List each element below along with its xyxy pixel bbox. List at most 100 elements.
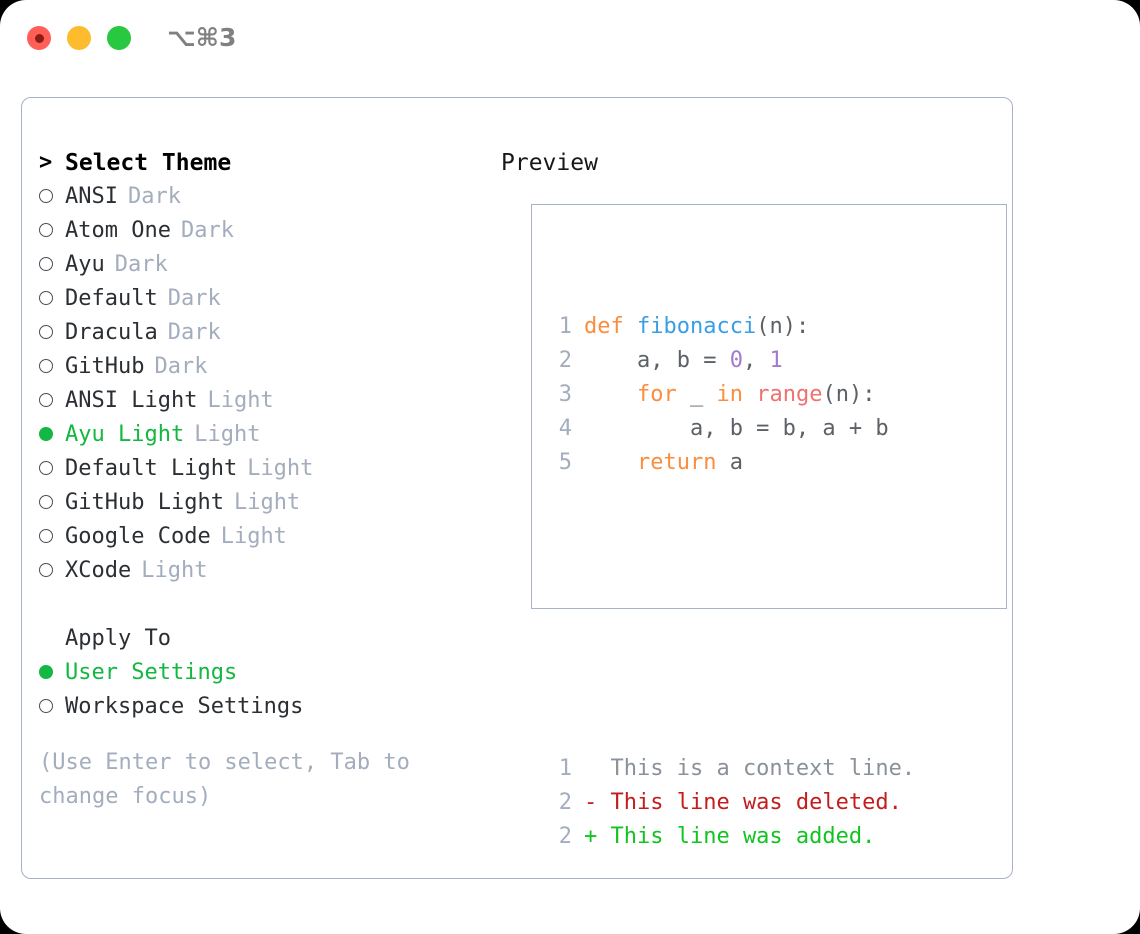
theme-variant-badge: Light	[220, 524, 287, 549]
code-line: 4 a, b = b, a + b	[550, 412, 915, 446]
diff-line-text: This is a context line.	[584, 756, 916, 781]
theme-option-label: XCode	[65, 558, 132, 583]
radio-glyph	[39, 393, 53, 407]
theme-option-label: Default Light	[65, 456, 238, 481]
code-token-fn: fibonacci	[636, 314, 757, 339]
select-theme-heading-label: Select Theme	[65, 150, 232, 176]
radio-glyph	[39, 563, 53, 577]
code-blank-line	[550, 548, 915, 582]
code-token-pun: (n):	[756, 314, 810, 339]
radio-glyph	[39, 223, 53, 237]
theme-variant-badge: Light	[141, 558, 208, 583]
window-title: ⌥⌘3	[167, 23, 237, 52]
code-token-txt: a, b =	[584, 348, 730, 373]
diff-lines: 1 This is a context line. 2 - This line wa…	[550, 752, 915, 854]
radio-unselected-icon	[39, 180, 65, 214]
radio-unselected-icon	[39, 316, 65, 350]
radio-unselected-icon	[39, 282, 65, 316]
code-line: 3 for _ in range(n):	[550, 378, 915, 412]
radio-glyph	[39, 665, 53, 679]
code-token-txt	[584, 382, 637, 407]
radio-glyph	[39, 257, 53, 271]
theme-option-label: ANSI	[65, 184, 118, 209]
apply-to-option-workspace-settings[interactable]: Workspace Settings	[39, 690, 489, 724]
code-token-num: 0	[729, 348, 743, 373]
theme-variant-badge: Light	[247, 456, 314, 481]
line-number: 2	[558, 824, 572, 849]
line-number: 1	[558, 756, 572, 781]
line-number: 2	[558, 790, 572, 815]
minimize-button[interactable]	[67, 26, 91, 50]
radio-glyph	[39, 529, 53, 543]
radio-unselected-icon	[39, 214, 65, 248]
theme-variant-badge: Dark	[127, 184, 181, 209]
section-spacer	[39, 588, 489, 622]
line-number: 3	[558, 382, 572, 407]
radio-unselected-icon	[39, 690, 65, 724]
theme-variant-badge: Dark	[167, 286, 221, 311]
window-controls	[27, 26, 131, 50]
theme-option-dracula[interactable]: Dracula Dark	[39, 316, 489, 350]
code-token-txt	[743, 382, 756, 407]
apply-to-heading: Apply To	[39, 622, 489, 656]
theme-variant-badge: Dark	[167, 320, 221, 345]
theme-option-xcode[interactable]: XCode Light	[39, 554, 489, 588]
radio-unselected-icon	[39, 554, 65, 588]
diff-line-del: 2 - This line was deleted.	[550, 786, 915, 820]
apply-to-option-label: User Settings	[65, 660, 238, 685]
diff-line-ctx: 1 This is a context line.	[550, 752, 915, 786]
theme-option-google-code[interactable]: Google Code Light	[39, 520, 489, 554]
radio-unselected-icon	[39, 350, 65, 384]
code-line: 2 a, b = 0, 1	[550, 344, 915, 378]
radio-unselected-icon	[39, 452, 65, 486]
code-token-pun: (n):	[822, 382, 876, 407]
radio-glyph	[39, 189, 53, 203]
theme-variant-badge: Dark	[154, 354, 208, 379]
radio-glyph	[39, 291, 53, 305]
theme-variant-badge: Light	[207, 388, 274, 413]
code-line: 5 return a	[550, 446, 915, 480]
code-token-num: 1	[769, 348, 783, 373]
line-number: 1	[558, 314, 572, 339]
code-token-pun: ,	[742, 348, 770, 373]
code-token-txt: _	[676, 382, 717, 407]
diff-line-text: - This line was deleted.	[584, 790, 902, 815]
apply-to-option-label: Workspace Settings	[65, 694, 304, 719]
code-token-kw: in	[716, 382, 743, 407]
theme-option-label: Dracula	[65, 320, 158, 345]
keyboard-hint: (Use Enter to select, Tab to change focu…	[39, 750, 410, 809]
prompt-caret-icon: >	[39, 150, 53, 175]
code-token-call: range	[756, 382, 823, 407]
radio-glyph	[39, 699, 53, 713]
select-theme-heading: > Select Theme	[39, 146, 489, 180]
maximize-button[interactable]	[107, 26, 131, 50]
theme-option-label: Google Code	[65, 524, 211, 549]
preview-title: Preview	[501, 150, 598, 176]
radio-glyph	[39, 359, 53, 373]
line-number: 5	[558, 450, 572, 475]
theme-option-default-light[interactable]: Default Light Light	[39, 452, 489, 486]
code-token-txt	[584, 450, 637, 475]
theme-variant-badge: Dark	[180, 218, 234, 243]
apply-to-option-user-settings[interactable]: User Settings	[39, 656, 489, 690]
radio-glyph	[39, 461, 53, 475]
theme-option-label: Ayu Light	[65, 422, 185, 447]
radio-unselected-icon	[39, 520, 65, 554]
theme-option-ansi[interactable]: ANSI Dark	[39, 180, 489, 214]
radio-glyph	[39, 427, 53, 441]
close-button[interactable]	[27, 26, 51, 50]
radio-unselected-icon	[39, 248, 65, 282]
diff-line-add: 2+ This line was added.	[550, 820, 915, 854]
